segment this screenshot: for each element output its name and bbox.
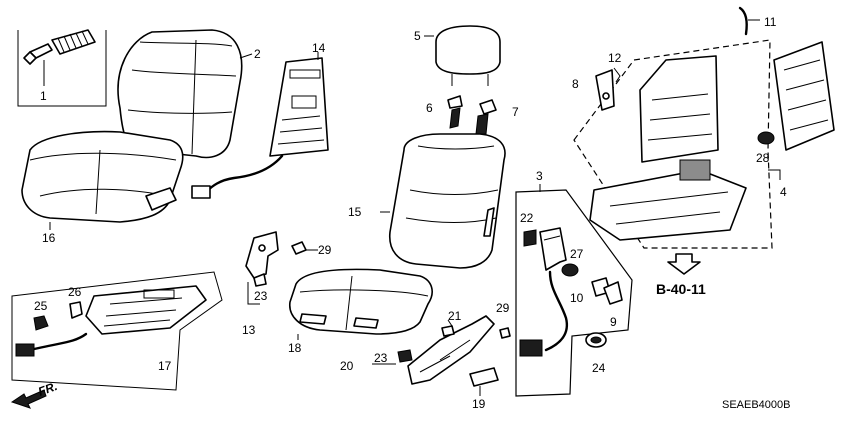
callout-8: 8: [572, 77, 579, 91]
part-5-headrest: [424, 25, 501, 86]
part-11-cable: [738, 6, 760, 36]
part-28-fastener: [757, 131, 775, 145]
callout-1: 1: [40, 89, 47, 103]
front-direction-label: FR.: [36, 379, 59, 399]
part-17-cushion-heater: [11, 271, 223, 391]
front-direction-arrow-icon: [10, 389, 47, 409]
callout-15: 15: [348, 205, 362, 219]
callout-22: 22: [520, 211, 534, 225]
callout-23a: 23: [254, 289, 268, 303]
part-16-cushion-cover: [21, 130, 184, 230]
callout-24: 24: [592, 361, 606, 375]
callout-5: 5: [414, 29, 421, 43]
part-29-bolt-b: [499, 327, 511, 339]
callout-11: 11: [764, 15, 777, 29]
callout-7: 7: [512, 105, 519, 119]
callout-29a: 29: [318, 243, 332, 257]
part-21-screw: [441, 319, 455, 337]
part-19-cover: [469, 367, 499, 396]
callout-13: 13: [242, 323, 256, 337]
diagram-code: SEAEB4000B: [722, 399, 791, 411]
part-25-clip: [33, 315, 49, 331]
callout-14: 14: [312, 41, 326, 55]
callout-4: 4: [780, 185, 787, 199]
callout-labels: 1 2 3 4 5 6 7 8 9 10 11 12 13 14 15 16 1…: [34, 15, 787, 411]
part-4-seat-frame: [573, 39, 835, 249]
callout-20: 20: [340, 359, 354, 373]
part-1-hook-clips: [17, 29, 107, 107]
part-22-nut: [523, 229, 537, 247]
callout-23b: 23: [374, 351, 388, 365]
part-29-bolt-a: [291, 241, 318, 255]
part-7-headrest-guide: [475, 99, 497, 135]
callout-21: 21: [448, 309, 462, 323]
callout-26: 26: [68, 285, 82, 299]
callout-2: 2: [254, 47, 261, 61]
reference-arrow: [667, 253, 701, 275]
part-14-seat-heater: [191, 52, 329, 199]
part-13-bracket: [245, 231, 279, 305]
callout-6: 6: [426, 101, 433, 115]
part-9-bracket: [603, 281, 623, 305]
callout-18: 18: [288, 341, 302, 355]
part-15-seat-back-pad: [380, 133, 506, 269]
part-3-side-airbag-assembly: [515, 184, 633, 397]
callout-19: 19: [472, 397, 486, 411]
part-27-cap: [561, 263, 579, 277]
reference-label: B-40-11: [656, 281, 706, 297]
part-26-clip: [69, 301, 83, 319]
part-23-clip-a: [253, 273, 267, 287]
callout-17: 17: [158, 359, 172, 373]
part-8-cable-bracket: [595, 69, 615, 111]
callout-25: 25: [34, 299, 48, 313]
part-23-clip-b: [397, 349, 413, 363]
part-18-cushion-pad: [289, 268, 433, 340]
part-6-headrest-guide: [447, 95, 463, 129]
callout-28: 28: [756, 151, 770, 165]
callout-27: 27: [570, 247, 584, 261]
part-24-grommet: [585, 332, 607, 348]
callout-29b: 29: [496, 301, 510, 315]
callout-12: 12: [608, 51, 622, 65]
callout-9: 9: [610, 315, 617, 329]
callout-16: 16: [42, 231, 56, 245]
part-12-spring: [613, 67, 621, 83]
callout-10: 10: [570, 291, 584, 305]
callout-3: 3: [536, 169, 543, 183]
